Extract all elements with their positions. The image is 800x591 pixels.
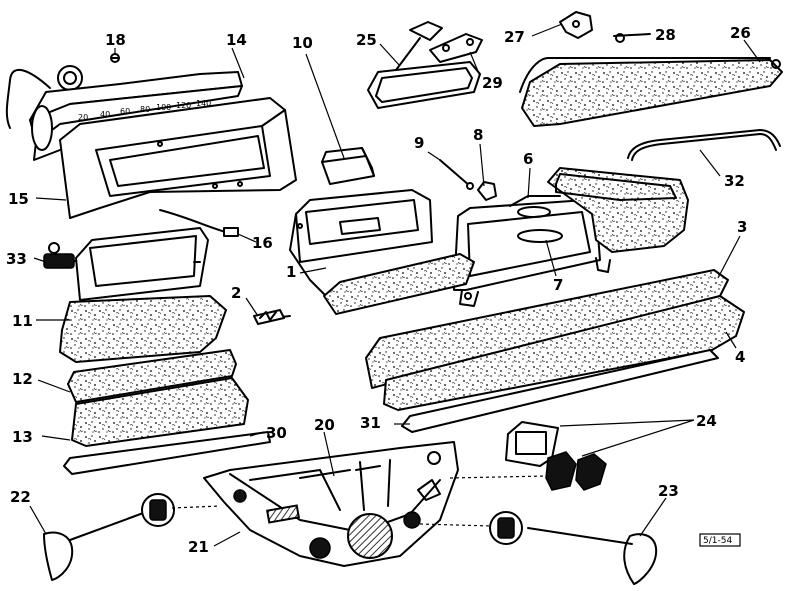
part-11-left-dash-pad (59, 227, 227, 363)
callout-3: 3 (737, 218, 747, 236)
leader-lines (29, 23, 761, 547)
speedo-tick-120: 120 (176, 101, 191, 110)
callout-21: 21 (188, 538, 209, 556)
part-18-screw (110, 53, 120, 63)
part-29-mirror-bracket (429, 33, 483, 63)
speedo-tick-40: 40 (100, 110, 110, 119)
part-26-sun-visor (519, 57, 783, 127)
part-30-seal-strip (63, 431, 271, 475)
part-31-seal-strip (401, 349, 719, 433)
callout-1: 1 (286, 263, 296, 281)
speedo-tick-140: 140 (196, 99, 211, 108)
callout-labels: 1 2 3 4 6 7 8 9 10 11 12 13 14 15 16 18 … (6, 24, 751, 556)
callout-11: 11 (12, 312, 33, 330)
part-27-visor-clip (559, 11, 593, 39)
callout-15: 15 (8, 190, 29, 208)
callout-13: 13 (12, 428, 33, 446)
callout-8: 8 (473, 126, 483, 144)
callout-14: 14 (226, 31, 247, 49)
callout-18: 18 (105, 31, 126, 49)
speedo-tick-60: 60 (120, 107, 130, 116)
callout-6: 6 (523, 150, 533, 168)
part-3-long-pad-upper (365, 269, 729, 389)
callout-2: 2 (231, 284, 241, 302)
drawing-stamp: 5/1-54 (699, 533, 741, 547)
callout-20: 20 (314, 416, 335, 434)
drawing-stamp-text: 5/1-54 (703, 536, 732, 546)
part-15-instrument-cluster: 20 40 60 80 100 120 140 (5, 65, 243, 161)
callout-4: 4 (735, 348, 745, 366)
connection-lines (171, 475, 547, 527)
part-1-centre-dash-panel (289, 189, 433, 301)
callout-33: 33 (6, 250, 27, 268)
callout-12: 12 (12, 370, 33, 388)
part-23-lever-switch-right (489, 511, 658, 585)
part-24-switch-unit (505, 421, 607, 491)
callout-16: 16 (252, 234, 273, 252)
callout-22: 22 (10, 488, 31, 506)
part-8-knob (477, 181, 497, 201)
part-32-trim-strip (627, 129, 781, 161)
part-6-right-dash-pad (547, 167, 689, 273)
callout-9: 9 (414, 134, 424, 152)
callout-29: 29 (482, 74, 503, 92)
part-12-pad-cover (67, 349, 249, 447)
callout-26: 26 (730, 24, 751, 42)
speedometer-scale: 20 40 60 80 100 120 140 (78, 99, 211, 122)
part-28-screw (613, 33, 651, 43)
speedo-tick-100: 100 (156, 103, 171, 112)
part-14-instrument-bezel (59, 97, 297, 219)
speedo-tick-20: 20 (78, 113, 88, 122)
callout-25: 25 (356, 31, 377, 49)
part-1-lower-strip (323, 253, 475, 315)
part-4-long-pad-lower (383, 295, 745, 411)
callout-30: 30 (266, 424, 287, 442)
part-25-rear-view-mirror (367, 21, 481, 109)
callout-10: 10 (292, 34, 313, 52)
callout-28: 28 (655, 26, 676, 44)
callout-24: 24 (696, 412, 717, 430)
part-16-cable (159, 209, 239, 237)
speedo-tick-80: 80 (140, 105, 150, 114)
part-22-lever-switch-left (43, 493, 175, 581)
callout-32: 32 (724, 172, 745, 190)
part-9-screw (439, 159, 474, 190)
callout-27: 27 (504, 28, 525, 46)
part-10-switch-cover (321, 147, 375, 185)
callout-23: 23 (658, 482, 679, 500)
callout-31: 31 (360, 414, 381, 432)
part-2-emblem (253, 309, 291, 325)
part-20-lower-shelf (203, 441, 459, 567)
callout-7: 7 (553, 276, 563, 294)
